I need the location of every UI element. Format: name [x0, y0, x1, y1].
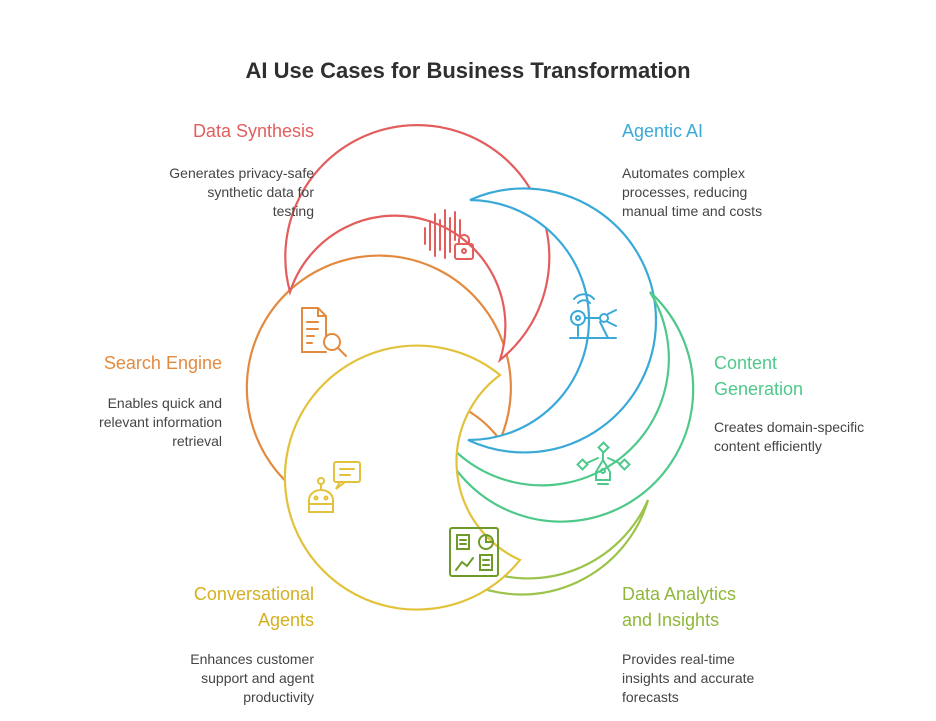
desc-line: Creates domain-specific [714, 419, 865, 435]
desc-data-synthesis: Generates privacy-safe synthetic data fo… [169, 164, 314, 221]
audio-wave-lock-icon [424, 209, 474, 260]
label-data-analytics: Data Analytics and Insights [622, 581, 736, 633]
label-line: Agents [257, 610, 314, 630]
desc-line: Automates complex [622, 165, 745, 181]
robot-arm-icon [569, 293, 617, 339]
desc-content-generation: Creates domain-specific content efficien… [714, 418, 864, 456]
desc-conversational-agents: Enhances customer support and agent prod… [190, 650, 314, 707]
label-line: Data Analytics [622, 584, 737, 604]
desc-line: processes, reducing [622, 184, 748, 200]
desc-line: Enables quick and [107, 395, 222, 411]
desc-line: Generates privacy-safe [169, 165, 314, 181]
desc-search-engine: Enables quick and relevant information r… [99, 394, 222, 451]
desc-agentic-ai: Automates complex processes, reducing ma… [622, 164, 762, 221]
petal-agentic-ai [467, 187, 658, 454]
desc-line: content efficiently [714, 438, 822, 454]
chatbot-icon [308, 461, 361, 513]
desc-data-analytics: Provides real-time insights and accurate… [622, 650, 754, 707]
desc-line: retrieval [172, 433, 222, 449]
desc-line: testing [272, 203, 314, 219]
label-line: Generation [714, 379, 804, 399]
desc-line: forecasts [622, 689, 679, 705]
desc-line: support and agent [201, 670, 314, 686]
label-line: Conversational [193, 584, 314, 604]
document-search-icon [301, 307, 347, 357]
label-line: and Insights [622, 610, 720, 630]
pen-nib-icon [576, 441, 631, 485]
desc-line: manual time and costs [622, 203, 763, 219]
diagram-title: AI Use Cases for Business Transformation [245, 58, 691, 83]
dashboard-chart-icon [449, 527, 499, 577]
label-search-engine: Search Engine [103, 353, 222, 373]
label-data-synthesis: Data Synthesis [192, 121, 314, 141]
label-content-generation: Content Generation [714, 350, 803, 402]
desc-line: synthetic data for [207, 184, 314, 200]
desc-line: insights and accurate [622, 670, 755, 686]
label-agentic-ai: Agentic AI [622, 121, 704, 141]
label-line: Content [714, 353, 778, 373]
desc-line: Enhances customer [190, 651, 314, 667]
label-conversational-agents: Conversational Agents [194, 581, 314, 633]
desc-line: Provides real-time [622, 651, 735, 667]
desc-line: productivity [243, 689, 314, 705]
desc-line: relevant information [99, 414, 222, 430]
